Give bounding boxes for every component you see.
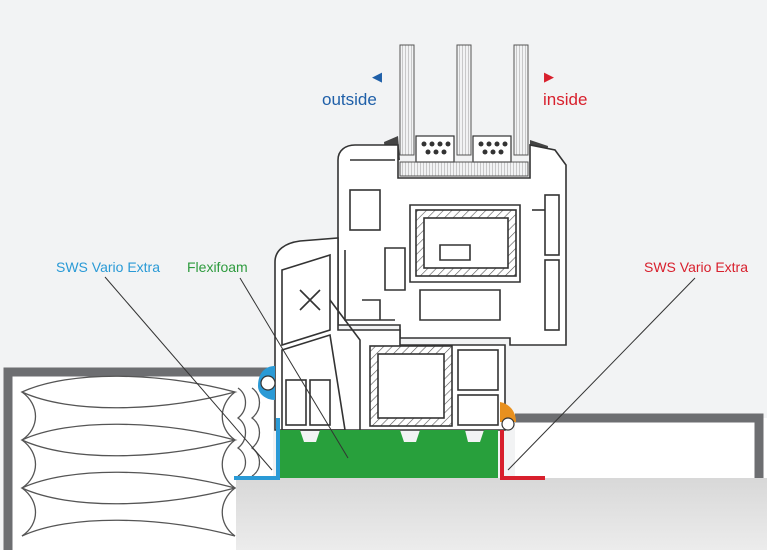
left-wall <box>3 367 273 550</box>
leader-lines <box>104 276 696 471</box>
flexifoam-layer <box>276 430 498 478</box>
inside-arrow-icon: ▶ <box>544 69 554 84</box>
insulation <box>20 375 261 537</box>
right-tape <box>500 402 545 480</box>
flexifoam-label: Flexifoam <box>187 259 248 275</box>
inside-label: inside <box>543 90 588 109</box>
left-tape <box>234 366 280 480</box>
right-tape-label: SWS Vario Extra <box>644 259 748 275</box>
glass-panes <box>384 44 548 177</box>
outside-label: outside <box>322 90 377 109</box>
concrete-floor <box>236 478 767 550</box>
outside-arrow-icon: ◀ <box>372 69 382 84</box>
sash-profile <box>337 144 567 346</box>
right-wall <box>515 413 767 478</box>
left-tape-label: SWS Vario Extra <box>56 259 160 275</box>
frame-profile <box>274 237 506 431</box>
